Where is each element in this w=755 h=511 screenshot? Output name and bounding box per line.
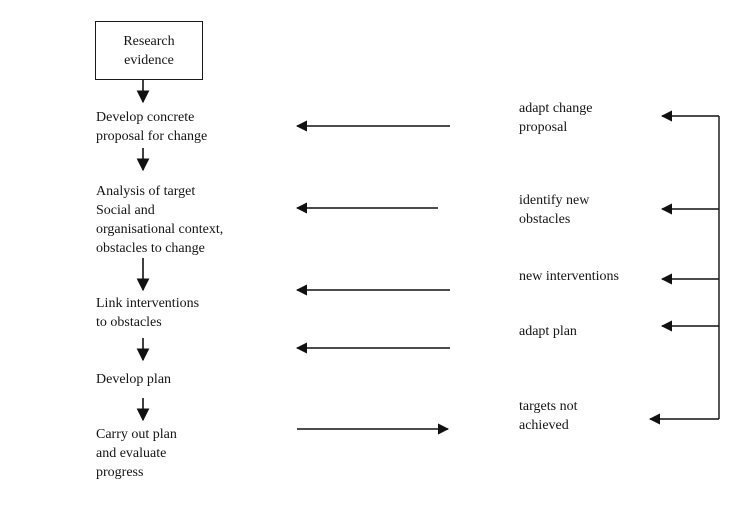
step-carry-out-plan: Carry out plan and evaluate progress	[96, 427, 177, 480]
feedback-adapt-proposal: adapt change proposal	[519, 101, 593, 135]
step-develop-proposal: Develop concrete proposal for change	[96, 110, 208, 144]
step-develop-plan: Develop plan	[96, 372, 172, 387]
feedback-targets-not-achieved: targets not achieved	[519, 399, 578, 433]
step-analysis-context: Analysis of target Social and organisati…	[96, 184, 224, 256]
research-evidence-box: Research evidence	[95, 21, 203, 80]
step-link-interventions: Link interventions to obstacles	[96, 296, 200, 330]
research-evidence-label: Research evidence	[123, 33, 175, 68]
feedback-new-interventions: new interventions	[519, 269, 619, 284]
feedback-identify-obstacles: identify new obstacles	[519, 193, 590, 227]
feedback-adapt-plan: adapt plan	[519, 324, 577, 339]
